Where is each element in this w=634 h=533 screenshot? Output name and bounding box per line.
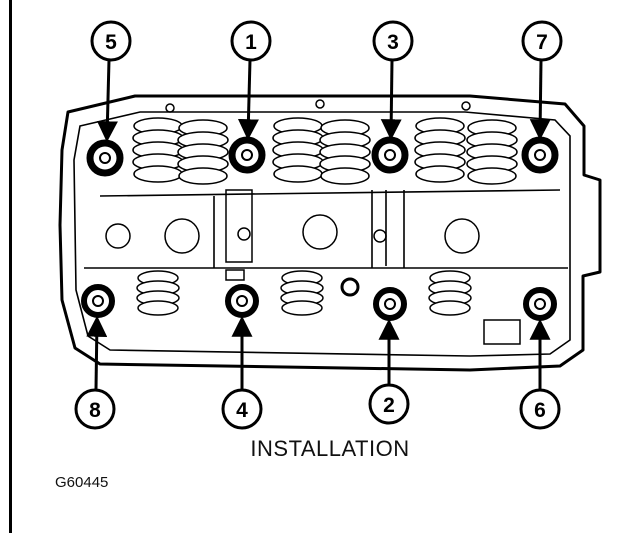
callout-arrow-5	[96, 59, 118, 143]
head-bolt-5	[86, 139, 124, 177]
cylinder-head-outline	[58, 94, 602, 372]
figure-id: G60445	[55, 474, 109, 491]
head-bolt-2	[373, 287, 407, 321]
head-bolts	[81, 136, 559, 321]
callout-label-5: 5	[105, 31, 117, 54]
callout-arrow-1	[237, 59, 259, 141]
valve-springs-upper	[132, 117, 518, 185]
page-left-rule	[9, 0, 12, 533]
callout-6: 6	[519, 388, 561, 430]
head-bolt-8	[81, 284, 115, 318]
head-ports	[105, 99, 521, 345]
callout-8: 8	[74, 388, 116, 430]
callout-2: 2	[368, 383, 410, 425]
valve-springs-lower	[136, 270, 472, 316]
callout-arrow-3	[380, 59, 402, 141]
diagram-caption: INSTALLATION	[250, 436, 410, 461]
head-bolt-1	[228, 136, 266, 174]
callout-5: 5	[90, 20, 132, 62]
callout-labels: 5 1 3 7 8 4 2	[74, 20, 563, 430]
head-bolt-7	[521, 136, 559, 174]
callout-arrow-8	[86, 315, 108, 390]
callout-label-8: 8	[89, 399, 101, 422]
callout-label-3: 3	[387, 31, 399, 54]
callout-arrows	[86, 59, 551, 390]
head-bolt-6	[523, 287, 557, 321]
callout-arrow-7	[529, 59, 551, 141]
callout-4: 4	[221, 388, 263, 430]
callout-3: 3	[372, 20, 414, 62]
callout-label-6: 6	[534, 399, 546, 422]
callout-7: 7	[521, 20, 563, 62]
cylinder-head-inner-outline	[73, 111, 571, 357]
callout-label-4: 4	[236, 399, 248, 422]
head-bolt-3	[371, 136, 409, 174]
callout-label-2: 2	[383, 394, 395, 417]
callout-label-1: 1	[245, 31, 257, 54]
callout-label-7: 7	[536, 31, 548, 54]
head-bolt-4	[225, 284, 259, 318]
callout-1: 1	[230, 20, 272, 62]
